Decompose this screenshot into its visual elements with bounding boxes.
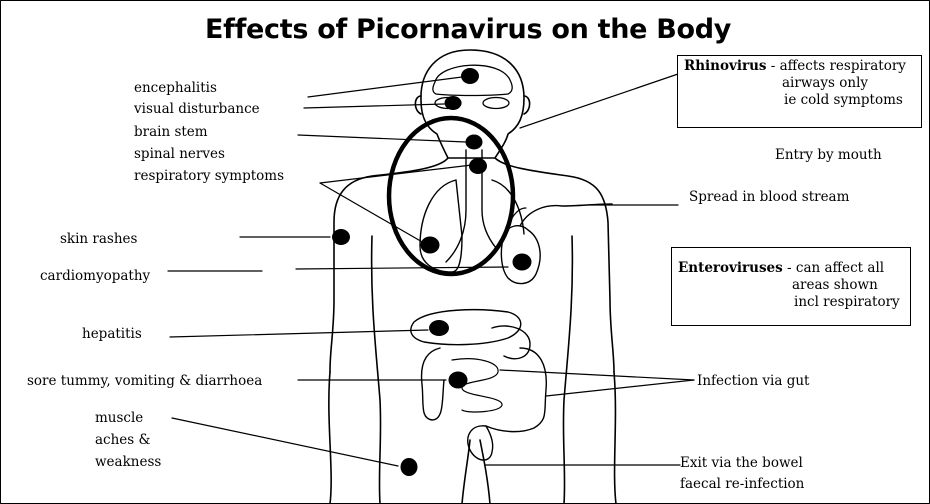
arm-inner-left <box>372 236 381 504</box>
label-spinal-nerves: spinal nerves <box>134 146 225 162</box>
label-skin-rashes: skin rashes <box>60 231 137 247</box>
label-muscle-line1: muscle <box>95 410 143 426</box>
ear-right <box>524 96 530 114</box>
lung-left <box>420 180 462 272</box>
diagram-title: Effects of Picornavirus on the Body <box>205 14 725 45</box>
label-gut-symptoms: sore tummy, vomiting & diarrhoea <box>27 373 262 389</box>
pointer-visual <box>304 104 444 108</box>
leg-left-inner <box>462 440 470 504</box>
eye-right <box>483 98 509 109</box>
liver <box>411 310 521 345</box>
leg-right-inner <box>480 440 490 504</box>
stomach <box>492 326 530 359</box>
enterovirus-line3: incl respiratory <box>678 294 904 311</box>
dot-encephalitis <box>461 68 479 84</box>
dot-brain-stem <box>466 135 483 150</box>
pointer-hepatitis <box>170 330 428 337</box>
dot-respiratory <box>421 237 440 254</box>
pointer-respiratory-a <box>320 165 472 183</box>
pointer-lines-right <box>486 74 694 465</box>
label-spread-blood-stream: Spread in blood stream <box>689 189 849 205</box>
label-respiratory-symptoms: respiratory symptoms <box>134 168 284 184</box>
label-muscle-line2: aches & <box>95 432 151 448</box>
rhinovirus-line3: ie cold symptoms <box>684 92 915 109</box>
pointer-gut-a <box>500 370 694 380</box>
dot-gut <box>449 372 468 389</box>
rhinovirus-line2: airways only <box>684 75 915 92</box>
label-entry-by-mouth: Entry by mouth <box>775 147 882 163</box>
pointer-rhinovirus <box>520 74 678 128</box>
arm-outer-left <box>329 372 331 504</box>
label-faecal-reinfection: faecal re-infection <box>680 476 804 492</box>
aorta <box>520 204 612 226</box>
dot-spinal <box>469 158 487 174</box>
enterovirus-box: Enteroviruses - can affect all areas sho… <box>671 247 911 326</box>
label-encephalitis: encephalitis <box>134 80 217 96</box>
rhinovirus-line1: - affects respiratory <box>766 58 905 74</box>
pointer-muscle <box>172 418 398 466</box>
dot-muscle <box>401 458 418 476</box>
label-hepatitis: hepatitis <box>82 326 142 342</box>
label-brain-stem: brain stem <box>134 124 208 140</box>
label-visual-disturbance: visual disturbance <box>134 101 260 117</box>
label-exit-via-bowel: Exit via the bowel <box>680 455 803 471</box>
dot-skin <box>332 229 350 245</box>
label-cardiomyopathy: cardiomyopathy <box>40 268 150 284</box>
enterovirus-line2: areas shown <box>678 277 904 294</box>
pointer-brain-stem <box>298 135 466 142</box>
arm-inner-right <box>563 236 572 504</box>
rhinovirus-name: Rhinovirus <box>684 58 766 74</box>
arm-outer-right <box>614 372 616 504</box>
label-muscle-line3: weakness <box>95 454 161 470</box>
enterovirus-line1: - can affect all <box>783 260 884 276</box>
dot-cardio <box>513 254 532 271</box>
dot-visual <box>445 96 462 110</box>
pointer-gut-b <box>546 380 694 396</box>
label-infection-via-gut: Infection via gut <box>697 373 809 389</box>
dot-hepatitis <box>429 320 449 336</box>
enterovirus-name: Enteroviruses <box>678 260 783 276</box>
rhinovirus-box: Rhinovirus - affects respiratory airways… <box>677 55 922 128</box>
